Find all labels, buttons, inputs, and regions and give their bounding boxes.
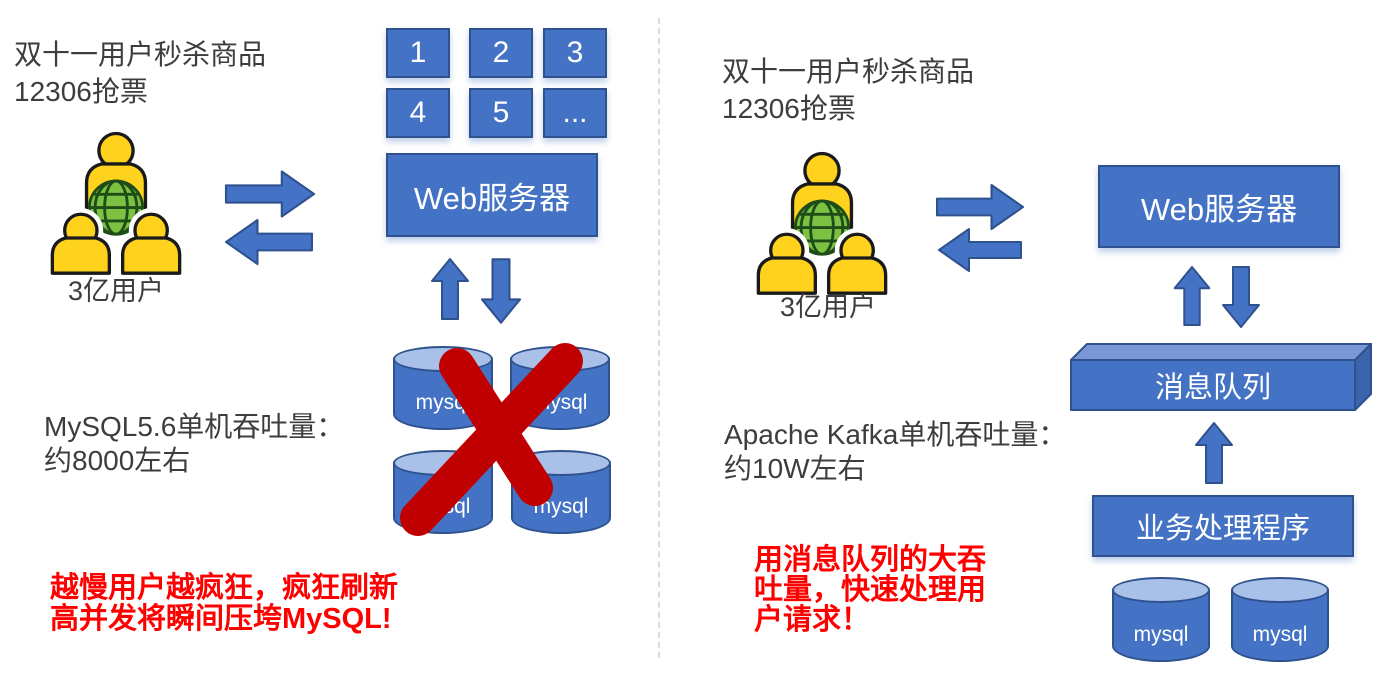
left-alert-line1: 越慢用户越疯狂，疯狂刷新	[50, 572, 399, 604]
request-box-2: 2	[469, 28, 533, 78]
arrow-up-icon	[1195, 422, 1233, 484]
request-box-4: 4	[386, 88, 450, 138]
arrow-up-icon	[431, 258, 469, 320]
right-alert-text: 用消息队列的大吞 吐量，快速处理用 户请求！	[754, 545, 986, 635]
arrow-right-icon	[224, 170, 316, 218]
cylinder-top	[1112, 577, 1210, 603]
arrow-left-icon	[225, 218, 314, 266]
left-throughput-line1: MySQL5.6单机吞吐量：	[44, 411, 345, 442]
arrow-down-icon	[1222, 266, 1260, 328]
message-queue-cube	[1070, 343, 1372, 411]
left-throughput-line2: 约8000左右	[44, 445, 191, 476]
right-alert-line1: 用消息队列的大吞	[754, 544, 987, 576]
left-alert-text: 越慢用户越疯狂，疯狂刷新 高并发将瞬间压垮MySQL!	[50, 573, 398, 635]
right-scenario-line1: 双十一用户秒杀商品	[722, 56, 975, 87]
mysql-label: mysql	[1133, 623, 1189, 646]
left-alert-line2: 高并发将瞬间压垮MySQL!	[50, 603, 392, 635]
right-alert-line2: 吐量，快速处理用	[754, 574, 987, 606]
arrow-down-icon	[480, 258, 522, 324]
right-users-label: 3亿用户	[779, 292, 877, 322]
right-throughput-line1: Apache Kafka单机吞吐量：	[724, 419, 1067, 450]
request-box-1: 1	[386, 28, 450, 78]
right-throughput-line2: 约10W左右	[724, 453, 866, 484]
left-scenario-line1: 双十一用户秒杀商品	[14, 39, 267, 70]
mysql-cylinder: mysql	[1112, 577, 1210, 662]
panel-divider	[658, 18, 660, 658]
left-scenario-line2: 12306抢票	[14, 76, 148, 107]
request-box-more: ...	[543, 88, 607, 138]
left-scenario-text: 双十一用户秒杀商品 12306抢票	[14, 36, 266, 110]
request-box-5: 5	[469, 88, 533, 138]
right-alert-line3: 户请求！	[754, 604, 871, 636]
worker-program-box: 业务处理程序	[1092, 495, 1354, 557]
mysql-cylinder: mysql	[1231, 577, 1329, 662]
users-globe-icon	[748, 144, 896, 296]
arrow-left-icon	[938, 228, 1022, 272]
cross-mark-icon	[400, 343, 583, 536]
right-scenario-line2: 12306抢票	[722, 93, 856, 124]
right-scenario-text: 双十一用户秒杀商品 12306抢票	[722, 53, 974, 127]
request-box-3: 3	[543, 28, 607, 78]
left-users-label: 3亿用户	[67, 276, 165, 306]
right-throughput-note: Apache Kafka单机吞吐量： 约10W左右	[724, 418, 1066, 486]
left-web-server-box: Web服务器	[386, 153, 598, 237]
mysql-label: mysql	[1252, 623, 1308, 646]
message-queue-label: 消息队列	[1154, 372, 1271, 404]
users-globe-icon	[42, 124, 190, 276]
left-throughput-note: MySQL5.6单机吞吐量： 约8000左右	[44, 410, 344, 478]
arrow-up-icon	[1173, 266, 1211, 326]
right-web-server-box: Web服务器	[1098, 165, 1340, 248]
arrow-right-icon	[935, 183, 1025, 231]
cylinder-top	[1231, 577, 1329, 603]
